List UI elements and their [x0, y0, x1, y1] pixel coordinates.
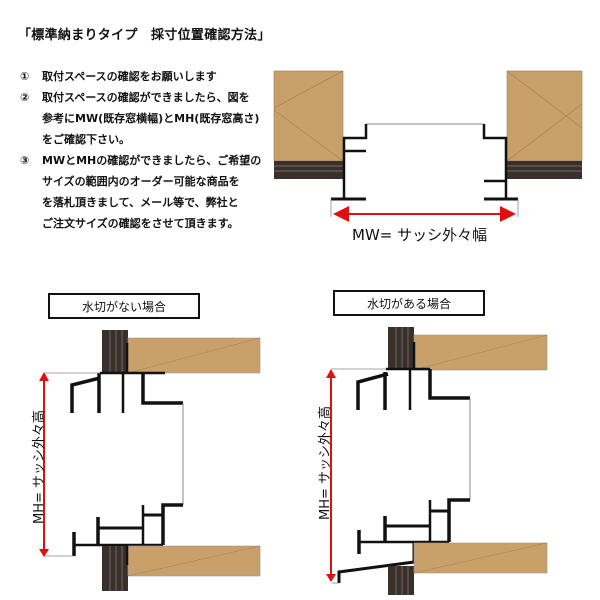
top-wall-board: [102, 330, 128, 372]
mw-dimension-label: MW= サッシ外々幅: [352, 226, 488, 244]
bottom-wall-board: [388, 566, 414, 595]
case-label-with-drip-cap: 水切がある場合: [333, 290, 485, 316]
mh-section-no-drip-cap: [39, 330, 261, 591]
mw-plan-diagram: [273, 70, 583, 222]
step-number: ②: [20, 91, 30, 104]
mh-dimension-right: [326, 369, 336, 582]
instruction-steps: ① 取付スペースの確認をお願いします ② 取付スペースの確認ができましたら、図を…: [20, 66, 280, 234]
step-text: をご確認下さい。: [42, 133, 130, 146]
mh-section-with-drip-cap: [326, 327, 548, 595]
step-3: ③ MWとMHの確認ができましたら、ご希望の サイズの範囲内のオーダー可能な商品…: [20, 150, 280, 234]
step-1: ① 取付スペースの確認をお願いします: [20, 66, 280, 87]
step-text: 取付スペースの確認をお願いします: [42, 70, 217, 83]
step-text: ご注文サイズの確認をさせて頂きます。: [42, 217, 239, 230]
bottom-wall-board: [102, 546, 128, 591]
sash-frame: [331, 123, 518, 201]
mh-dimension-label-right: MH= サッシ外々高: [318, 405, 333, 520]
page-title: 「標準納まりタイプ 採寸位置確認方法」: [18, 28, 271, 43]
step-text: 参考にMW(既存窓横幅)とMH(既存窓高さ): [42, 112, 260, 125]
mw-dimension: [330, 199, 519, 222]
step-2: ② 取付スペースの確認ができましたら、図を 参考にMW(既存窓横幅)とMH(既存…: [20, 87, 280, 150]
mh-dimension-left: [39, 372, 49, 557]
top-wall-board: [388, 327, 414, 369]
top-wall-wood: [413, 334, 548, 371]
step-text: を落札頂きまして、メール等で、弊社と: [42, 196, 239, 209]
step-text: MWとMHの確認ができましたら、ご希望の: [42, 154, 262, 167]
step-number: ③: [20, 154, 30, 167]
right-wall: [506, 70, 583, 179]
mh-dimension-label-left: MH= サッシ外々高: [32, 409, 47, 524]
case-label-no-drip-cap: 水切がない場合: [48, 293, 200, 319]
step-number: ①: [20, 70, 30, 83]
step-text: サイズの範囲内のオーダー可能な商品を: [42, 175, 240, 188]
left-wall: [273, 70, 344, 179]
step-text: 取付スペースの確認ができましたら、図を: [42, 91, 250, 104]
